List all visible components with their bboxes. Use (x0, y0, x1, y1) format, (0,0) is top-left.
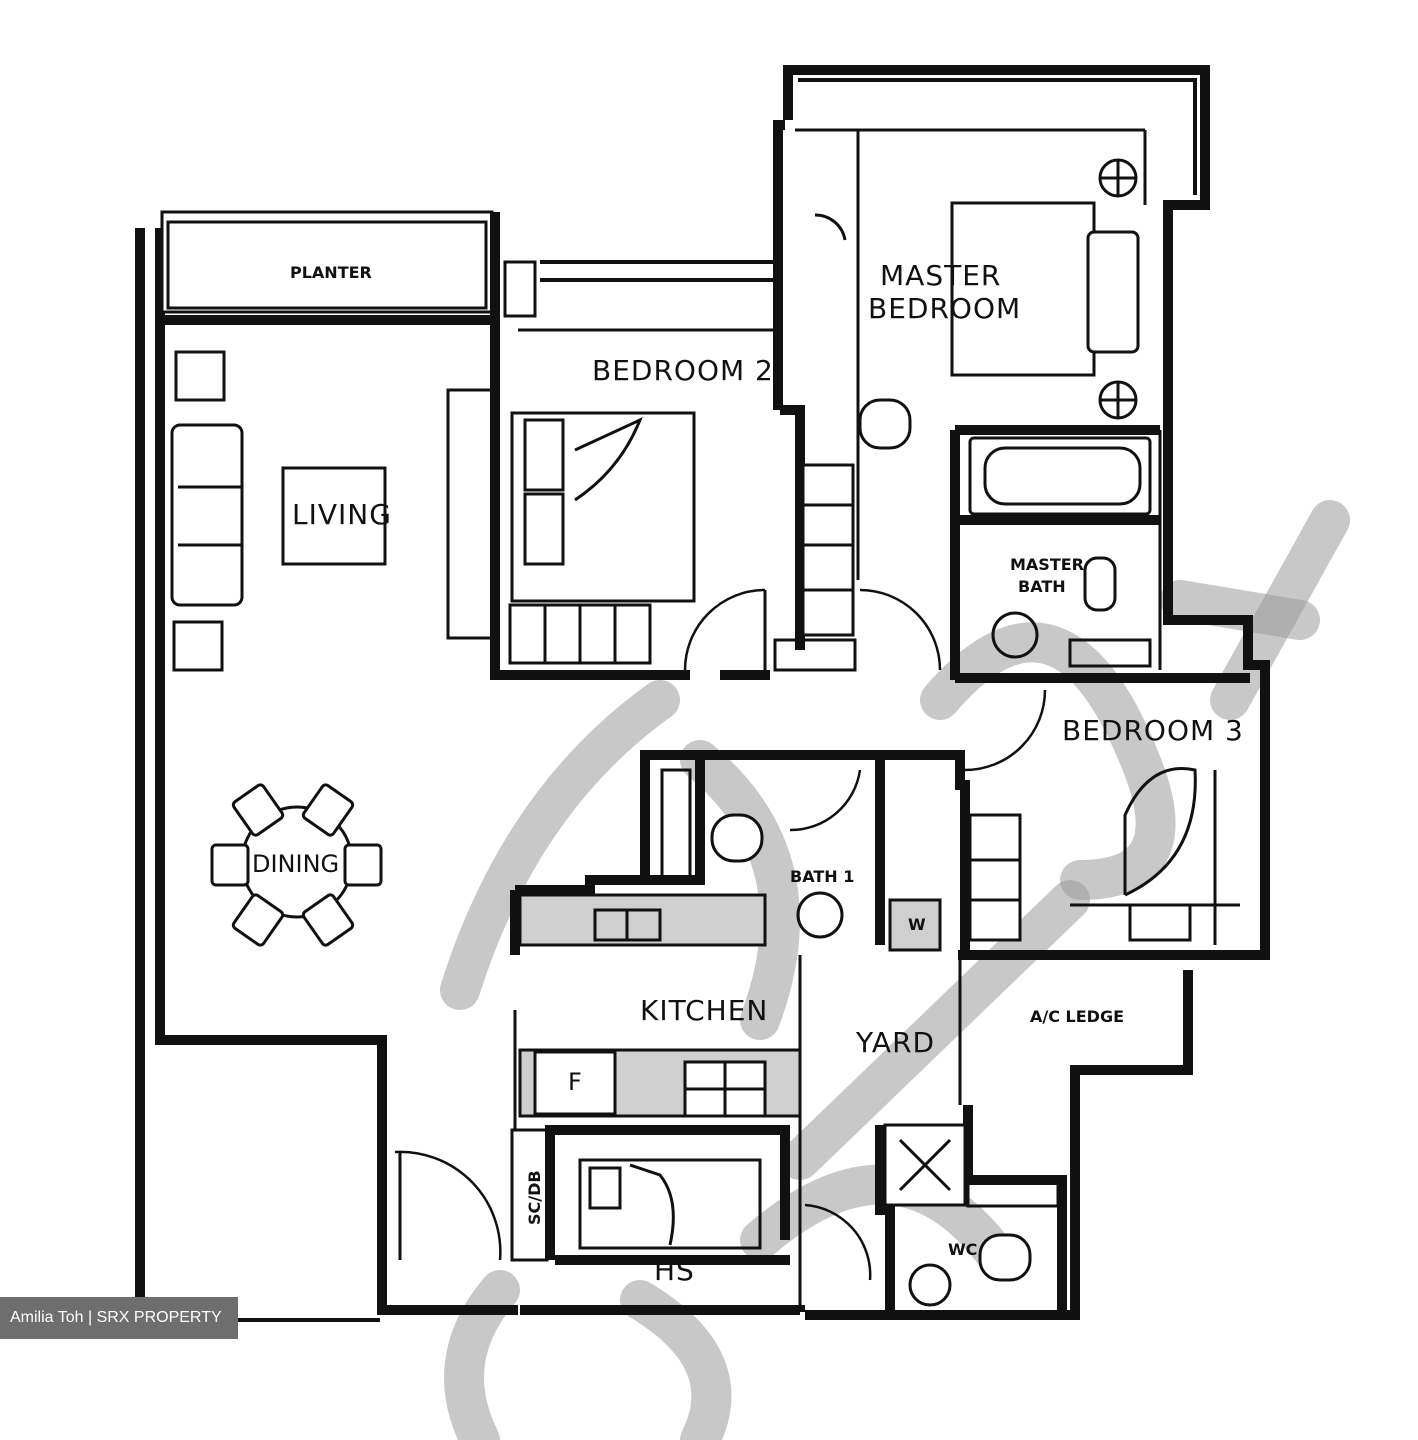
hs-label: HS (654, 1254, 695, 1287)
bedroom-3-label: BEDROOM 3 (1062, 714, 1244, 747)
yard-label: YARD (855, 1026, 935, 1059)
entrance: SC/DB (394, 1128, 549, 1262)
washer-label: W (908, 915, 926, 934)
yard: YARD (855, 955, 962, 1105)
master-bedroom-label-2: BEDROOM (868, 292, 1021, 325)
watermark (440, 500, 1350, 1440)
master-bedroom-label-1: MASTER (880, 259, 1001, 292)
ac-ledge: A/C LEDGE (1030, 1007, 1124, 1026)
planter-label: PLANTER (290, 263, 372, 282)
master-bath-label-1: MASTER (1010, 555, 1084, 574)
fridge-label: F (568, 1068, 582, 1096)
kitchen: F W KITCHEN (510, 875, 942, 1310)
living-label: LIVING (292, 498, 392, 531)
dining-label: DINING (252, 850, 339, 878)
bedroom-2-label: BEDROOM 2 (592, 354, 774, 387)
master-bath: MASTER BATH (950, 425, 1162, 680)
master-bath-label-2: BATH (1018, 577, 1066, 596)
bath-1: BATH 1 (640, 750, 965, 945)
bedroom-3: BEDROOM 3 (955, 673, 1250, 955)
bedroom-2: BEDROOM 2 (446, 212, 780, 680)
household-shelter: HS (545, 1125, 872, 1287)
master-bedroom: MASTER BEDROOM (773, 128, 1147, 672)
photo-credit: Amilia Toh | SRX PROPERTY (0, 1297, 238, 1339)
db-label: SC/DB (525, 1170, 544, 1225)
planter: PLANTER (160, 210, 494, 314)
wc-label: WC (948, 1240, 977, 1259)
bath-1-label: BATH 1 (790, 867, 854, 886)
kitchen-label: KITCHEN (640, 994, 768, 1027)
wc: WC (875, 1105, 1067, 1310)
dining-table: DINING (210, 783, 383, 947)
living-area: LIVING (160, 315, 495, 672)
ac-ledge-label: A/C LEDGE (1030, 1007, 1124, 1026)
